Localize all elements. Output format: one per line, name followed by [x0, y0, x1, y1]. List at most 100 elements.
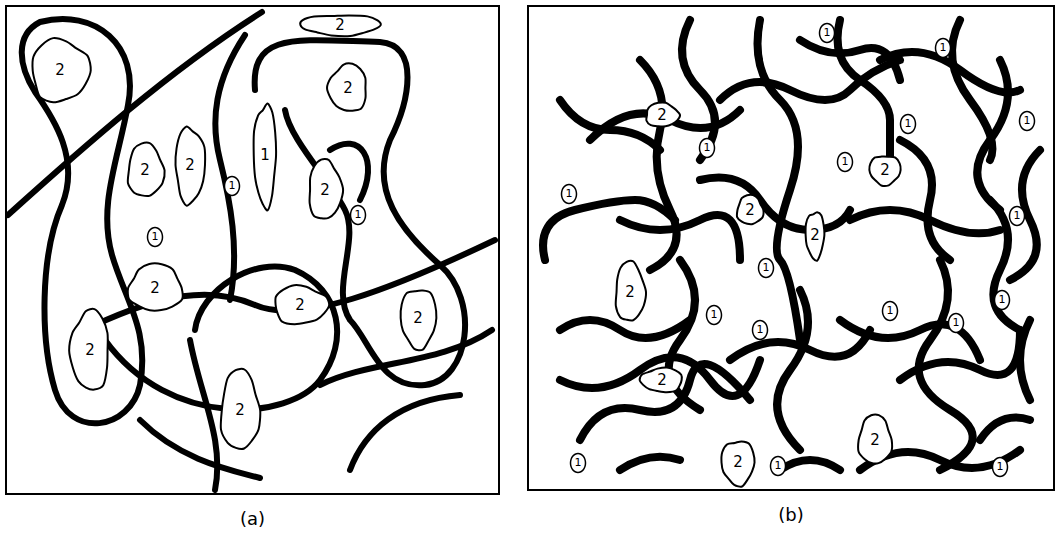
blob-outline-path	[69, 308, 108, 389]
circle-outline-path	[838, 153, 853, 172]
end-group-circle: 1	[757, 257, 775, 279]
chain-group	[543, 20, 1040, 470]
domain-blob: 2	[293, 11, 388, 39]
polymer-chain	[215, 35, 245, 300]
end-group-circle: 1	[223, 175, 241, 197]
blob-outline-path	[806, 212, 825, 261]
end-number: 1	[763, 262, 770, 274]
circle-outline-path	[936, 39, 951, 58]
region-number: 2	[185, 157, 195, 174]
polymer-chain	[919, 260, 973, 470]
end-number: 1	[152, 231, 159, 243]
polymer-chain	[1020, 320, 1030, 400]
blob-outline-path	[400, 291, 436, 351]
blob-outline-path	[127, 264, 182, 311]
end-group-circle: 1	[991, 456, 1009, 478]
polymer-chain	[838, 20, 891, 170]
circle-outline-path	[707, 306, 722, 325]
circle-outline-path	[753, 321, 768, 340]
end-number: 1	[905, 118, 912, 130]
blob-outline-path	[254, 104, 276, 211]
circle-outline-path	[148, 228, 163, 247]
blob-outline-path	[869, 157, 900, 186]
end-group-circle: 1	[934, 37, 952, 59]
end-number: 1	[999, 294, 1006, 306]
region-number: 2	[810, 227, 820, 244]
polymer-chain	[580, 364, 750, 440]
blob-outline-path	[127, 142, 164, 195]
polymer-chain	[777, 290, 808, 450]
circle-outline-path	[1020, 112, 1035, 131]
end-number: 1	[953, 317, 960, 329]
end-number: 1	[757, 324, 764, 336]
region-number: 2	[657, 107, 667, 124]
figure-panel: (a)222221121122222	[5, 5, 500, 495]
end-number: 1	[997, 461, 1004, 473]
end-group-circle: 1	[698, 137, 716, 159]
polymer-chain	[1010, 150, 1040, 280]
domain-blob: 2	[216, 363, 264, 458]
domain-blob: 2	[733, 191, 767, 229]
end-group-circle: 1	[899, 113, 917, 135]
domain-blob: 2	[396, 282, 441, 354]
polymer-chain	[350, 395, 460, 470]
polymer-chain	[8, 12, 262, 215]
end-number: 1	[355, 209, 362, 221]
end-group-circle: 1	[947, 312, 965, 334]
polymer-chain	[255, 40, 465, 385]
region-number: 2	[140, 162, 150, 179]
domain-blob: 2	[641, 99, 683, 131]
end-number: 1	[842, 156, 849, 168]
end-number: 1	[566, 188, 573, 200]
end-group-circle: 1	[569, 452, 587, 474]
end-group-circle: 1	[146, 226, 164, 248]
domain-blob: 2	[304, 154, 346, 226]
circle-outline-path	[901, 115, 916, 134]
circle-outline-path	[993, 458, 1008, 477]
domain-blob: 2	[636, 364, 688, 396]
end-group-circle: 1	[1018, 110, 1036, 132]
blob-outline-path	[327, 64, 366, 111]
domain-blob: 2	[854, 410, 896, 470]
domain-blob: 2	[171, 120, 209, 210]
end-number: 1	[940, 42, 947, 54]
chain-group	[8, 12, 495, 490]
end-group-circle: 1	[836, 151, 854, 173]
polymer-chain	[850, 210, 1000, 233]
blob-outline-path	[858, 415, 892, 464]
region-number: 2	[733, 454, 743, 471]
domain-blob: 2	[802, 206, 828, 264]
end-number: 1	[711, 309, 718, 321]
blob-outline-path	[300, 15, 381, 36]
circle-outline-path	[949, 314, 964, 333]
domain-blob: 2	[123, 138, 168, 203]
region-number: 2	[295, 297, 305, 314]
region-number: 2	[85, 342, 95, 359]
region-number: 2	[235, 402, 245, 419]
region-number: 2	[870, 432, 880, 449]
end-group-circle: 1	[1008, 205, 1026, 227]
end-group-circle: 1	[993, 289, 1011, 311]
end-group-circle: 1	[560, 183, 578, 205]
circle-outline-path	[771, 457, 786, 476]
end-group-circle: 1	[769, 455, 787, 477]
blob-outline-path	[32, 38, 90, 102]
circle-outline-path	[700, 139, 715, 158]
polymer-chain	[900, 140, 950, 260]
blob-outline-path	[310, 159, 344, 218]
polymer-chain	[780, 460, 840, 470]
region-number: 2	[625, 284, 635, 301]
panel-label: (b)	[529, 505, 1053, 525]
polymer-chain	[620, 457, 680, 470]
domain-blob: 2	[324, 59, 372, 117]
polymer-chain	[977, 60, 1008, 210]
circle-outline-path	[571, 454, 586, 473]
polymer-chain	[640, 60, 677, 270]
region-number: 2	[745, 202, 755, 219]
circle-outline-path	[562, 185, 577, 204]
panel-label: (a)	[7, 509, 498, 529]
circle-outline-path	[1010, 207, 1025, 226]
end-number: 1	[775, 460, 782, 472]
polymer-chain	[990, 200, 1020, 330]
